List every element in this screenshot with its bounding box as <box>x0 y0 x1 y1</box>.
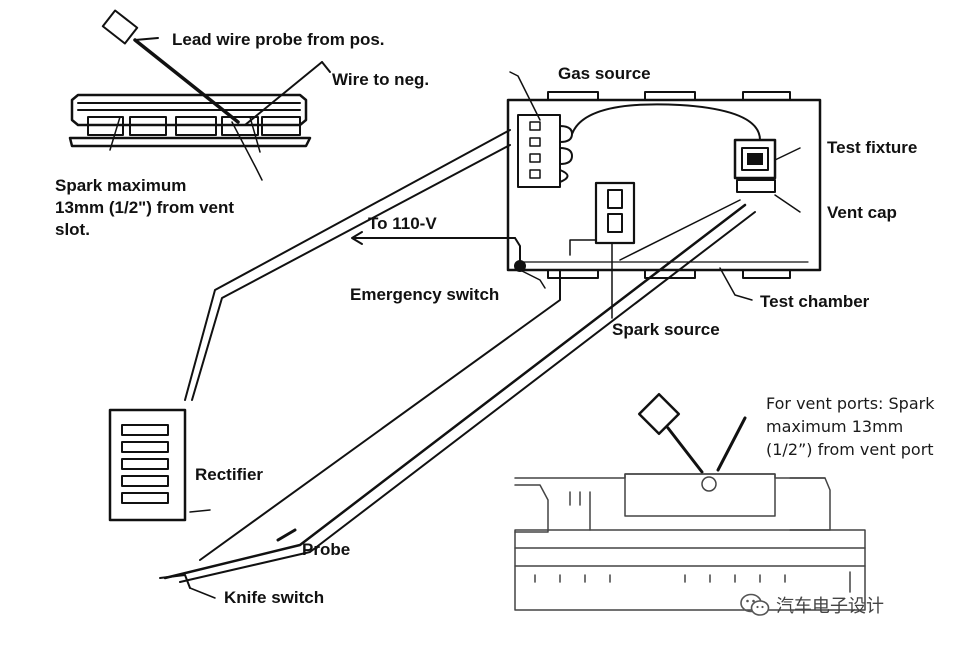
test-fixture <box>733 138 801 213</box>
vent-port-detail <box>514 392 866 611</box>
label-gas-source: Gas source <box>558 64 651 83</box>
vent-slot-detail <box>68 9 331 181</box>
label-emergency-switch: Emergency switch <box>350 285 500 304</box>
label-spark-source: Spark source <box>612 320 720 339</box>
label-test-fixture: Test fixture <box>827 138 918 157</box>
gas-source-block <box>509 71 761 188</box>
label-test-chamber: Test chamber <box>760 292 870 311</box>
label-to-110v: To 110-V <box>368 214 437 233</box>
test-chamber <box>506 91 822 279</box>
rectifier-box <box>108 408 211 522</box>
label-spark-slot: Spark maximum 13mm (1/2") from vent slot… <box>55 176 235 239</box>
label-knife-switch: Knife switch <box>224 588 325 607</box>
label-wire-neg: Wire to neg. <box>332 70 430 89</box>
label-rectifier: Rectifier <box>195 465 264 484</box>
label-vent-ports: For vent ports: Spark maximum 13mm (1/2”… <box>766 394 935 459</box>
label-probe: Probe <box>302 540 351 559</box>
watermark-text: 汽车电子设计 <box>776 596 884 617</box>
wiring <box>159 129 756 599</box>
label-vent-cap: Vent cap <box>827 203 897 222</box>
wechat-icon <box>740 593 770 616</box>
label-lead-wire: Lead wire probe from pos. <box>172 30 385 49</box>
watermark: 汽车电子设计 <box>740 592 884 618</box>
